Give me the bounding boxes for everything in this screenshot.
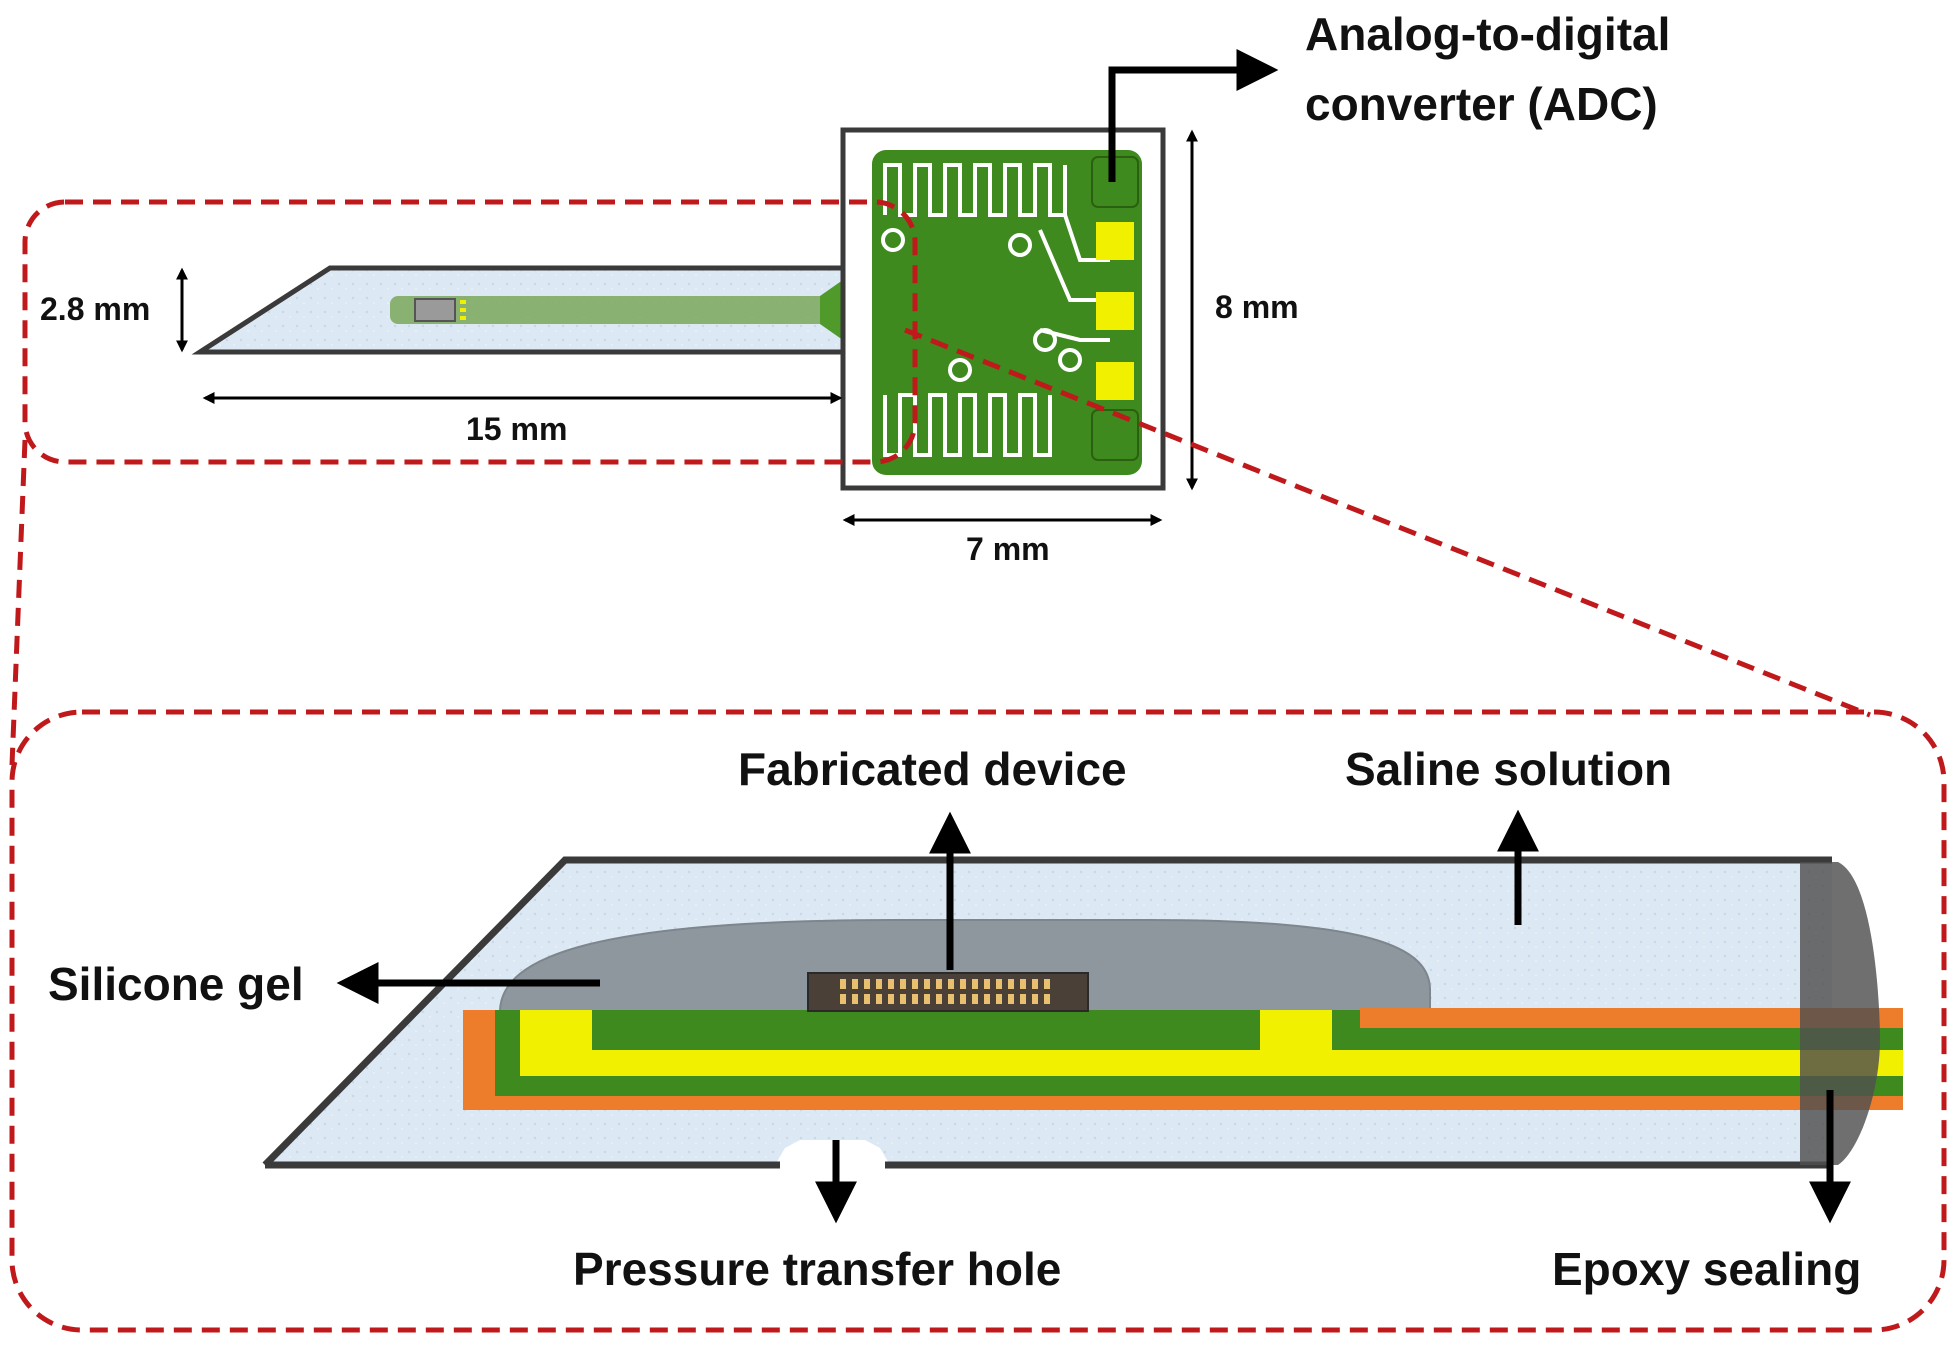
flex-yellow-trace — [520, 1050, 1903, 1076]
sensor-chip — [414, 298, 456, 322]
zoom-connector-left — [9, 439, 28, 766]
silicone-gel — [498, 919, 1431, 1013]
adc-arrow — [1108, 49, 1279, 182]
adc-label-line2: converter (ADC) — [1305, 78, 1658, 130]
fabricated-device-chip — [807, 972, 1089, 1012]
silicone-gel-label: Silicone gel — [48, 958, 304, 1010]
dim-height-label: 2.8 mm — [40, 291, 150, 327]
zoom-region-bottom — [9, 709, 1947, 1333]
dim-length-label: 15 mm — [466, 411, 567, 447]
pcb-board — [840, 127, 1166, 491]
adc-label-line1: Analog-to-digital — [1305, 8, 1670, 60]
needle-top-view — [191, 262, 876, 358]
dim-board-width-label: 7 mm — [966, 531, 1050, 567]
needle-cross-section — [262, 856, 1903, 1169]
pad-2 — [1096, 292, 1134, 330]
pressure-hole-label: Pressure transfer hole — [573, 1243, 1061, 1295]
saline-solution-label: Saline solution — [1345, 743, 1672, 795]
zoom-connector-right — [904, 327, 1871, 718]
dim-board-height-label: 8 mm — [1215, 289, 1299, 325]
epoxy-sealing-label: Epoxy sealing — [1552, 1243, 1861, 1295]
pad-3 — [1096, 362, 1134, 400]
pad-1 — [1096, 222, 1134, 260]
epoxy-seal — [1800, 862, 1880, 1165]
fabricated-device-label: Fabricated device — [738, 743, 1127, 795]
